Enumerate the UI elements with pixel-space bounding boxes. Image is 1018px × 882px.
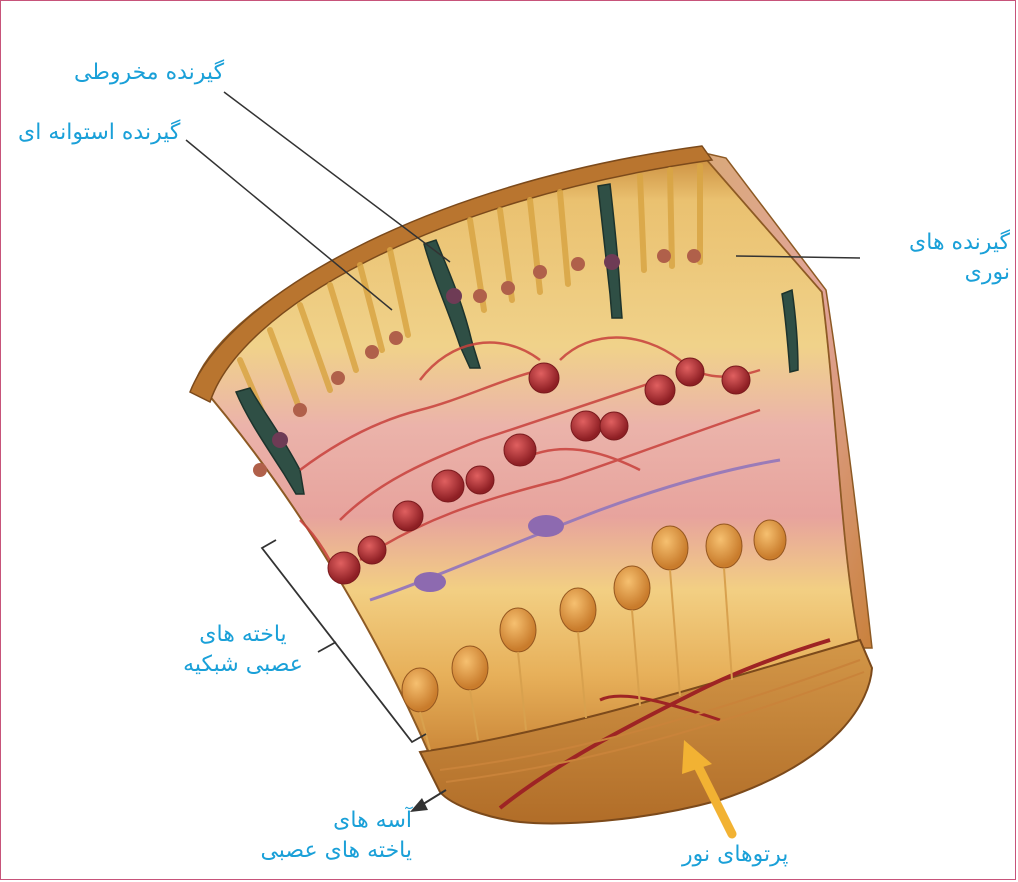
axons-label: آسه های یاخته های عصبی <box>222 806 412 866</box>
light-rays-label: پرتوهای نور <box>682 840 788 870</box>
photoreceptors-label: گیرنده های نوری <box>870 228 1010 288</box>
retina-neurons-label: یاخته های عصبی شبکیه <box>168 620 318 680</box>
rod-receptor-label: گیرنده استوانه ای <box>18 118 180 148</box>
cone-receptor-label: گیرنده مخروطی <box>74 58 224 88</box>
arrow-down-left-icon <box>410 790 446 812</box>
